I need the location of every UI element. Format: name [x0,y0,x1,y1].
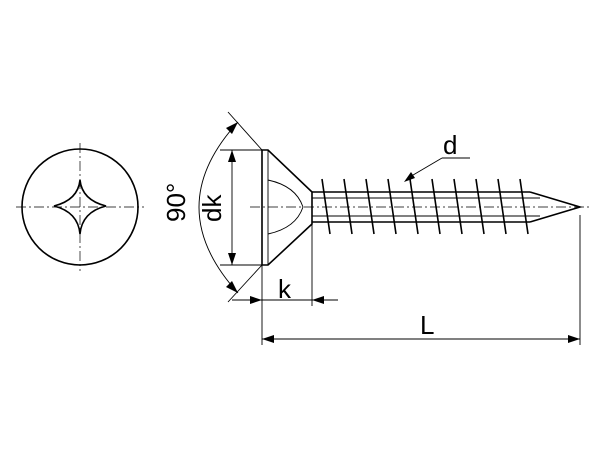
angle-extension-top [227,111,263,151]
thread-crest-line [365,178,375,235]
screw-tip [529,191,583,223]
angle-arrow-top [226,122,238,134]
head-top-view [16,143,144,271]
head-angle-label: 90° [161,183,191,222]
thread-crest-line [519,178,529,235]
d-leader-line [407,157,443,179]
thread-crests [321,178,529,235]
head-height-dimension: k [232,224,338,345]
countersunk-head [261,149,313,266]
head-height-label: k [278,274,292,304]
thread-crest-line [409,178,419,235]
head-angle-dimension: 90° [161,111,263,303]
thread-crest-line [453,178,463,235]
thread-diameter-label: d [443,130,457,160]
thread-crest-line [387,178,397,235]
thread-crest-line [321,178,331,235]
screw-side-view [250,149,590,266]
thread-crest-line [343,178,353,235]
thread-crest-line [497,178,507,235]
head-diameter-label: dk [197,194,227,222]
angle-arc [198,121,239,294]
dk-arrow-bottom [228,253,236,265]
thread-crest-line [475,178,485,235]
length-label: L [420,310,434,340]
head-diameter-dimension: dk [197,149,262,266]
angle-extension-bottom [227,264,263,303]
k-arrow-left [250,296,262,304]
angle-arrow-bottom [226,281,238,293]
d-leader-arrow [404,172,415,182]
l-arrow-right [568,335,580,343]
dk-arrow-top [228,150,236,162]
recess-hidden-edge [267,179,304,235]
length-dimension: L [262,215,581,345]
l-arrow-left [262,335,274,343]
thread-crest-line [431,178,441,235]
k-arrow-right [312,296,324,304]
thread-diameter-leader: d [404,130,470,182]
